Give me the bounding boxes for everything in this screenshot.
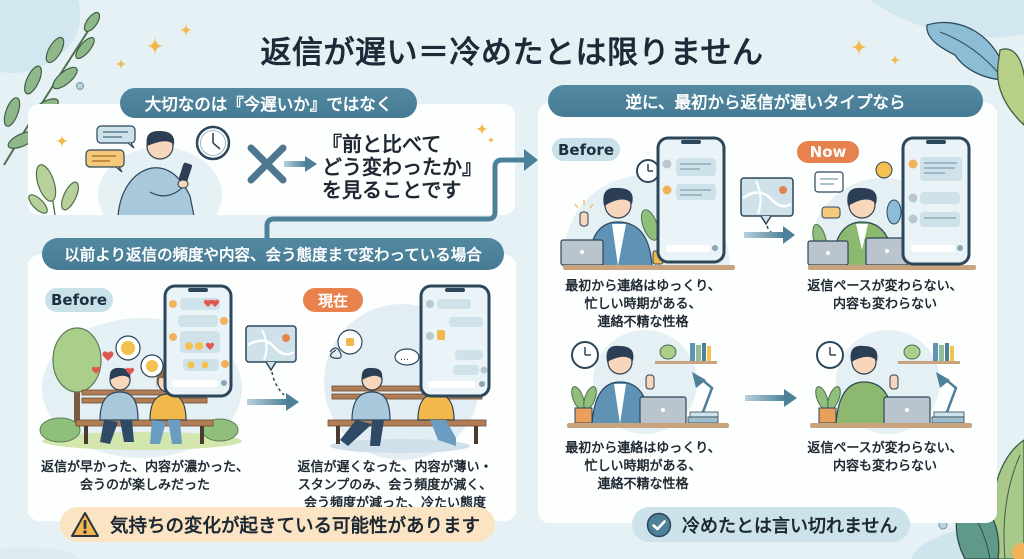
- caption-line: 返信ペースが変わらない、: [807, 279, 963, 294]
- before-tag: Before: [45, 288, 113, 312]
- caption-line: 最初から連絡はゆっくり、: [565, 279, 721, 294]
- before-caption: 返信が早かった、内容が濃かった、 会うのが楽しみだった: [25, 459, 265, 495]
- key-message-line: を見ることです: [322, 178, 462, 202]
- caption-line: 返信が遅くなった、内容が薄い・: [297, 460, 493, 475]
- heading-changed-behavior: 以前より返信の頻度や内容、会う態度まで変わっている場合: [42, 238, 504, 270]
- caption-line: 内容も変わらない: [832, 297, 937, 312]
- caption-line: 会うのが楽しみだった: [79, 478, 210, 493]
- now-tag: 現在: [303, 288, 363, 312]
- caption-line: 最初から連絡はゆっくり、: [565, 441, 721, 456]
- now-caption-row1: 返信ペースが変わらない、 内容も変わらない: [765, 278, 1005, 314]
- before-caption-row2: 最初から連絡はゆっくり、 忙しい時期がある、 連絡不精な性格: [523, 440, 763, 494]
- now-caption: 返信が遅くなった、内容が薄い・ スタンプのみ、会う頻度が減く、 会う頻度が減った…: [275, 459, 515, 513]
- caption-line: 返信が早かった、内容が濃かった、: [40, 460, 249, 475]
- caption-line: 連絡不精な性格: [597, 477, 689, 492]
- key-message-line: 『前と比べて: [322, 132, 442, 156]
- heading-slow-type: 逆に、最初から返信が遅いタイプなら: [548, 85, 983, 117]
- check-conclusion: 冷めたとは言い切れません: [632, 507, 910, 542]
- warning-text: 気持ちの変化が起きている可能性があります: [110, 515, 481, 537]
- warning-conclusion: 気持ちの変化が起きている可能性があります: [60, 507, 495, 542]
- heading-compare-change: 大切なのは『今遅いか』ではなく: [120, 88, 417, 118]
- page-title: 返信が遅い＝冷めたとは限りません: [260, 35, 764, 71]
- caption-line: 内容も変わらない: [832, 459, 937, 474]
- now-caption-row2: 返信ペースが変わらない、 内容も変わらない: [765, 440, 1005, 476]
- caption-line: 忙しい時期がある、: [584, 297, 702, 312]
- key-message: 『前と比べて どう変わったか』 を見ることです: [322, 133, 482, 202]
- caption-line: スタンプのみ、会う頻度が減く、: [297, 478, 493, 493]
- caption-line: 忙しい時期がある、: [584, 459, 702, 474]
- before-tag: Before: [552, 138, 620, 161]
- key-message-line: どう変わったか』: [322, 155, 482, 179]
- warning-icon: [71, 511, 99, 537]
- caption-line: 返信ペースが変わらない、: [807, 441, 963, 456]
- check-circle-icon: [646, 512, 672, 537]
- before-caption-row1: 最初から連絡はゆっくり、 忙しい時期がある、 連絡不精な性格: [523, 278, 763, 332]
- check-text: 冷めたとは言い切れません: [682, 515, 898, 537]
- caption-line: 連絡不精な性格: [597, 315, 689, 330]
- now-tag: Now: [797, 141, 859, 163]
